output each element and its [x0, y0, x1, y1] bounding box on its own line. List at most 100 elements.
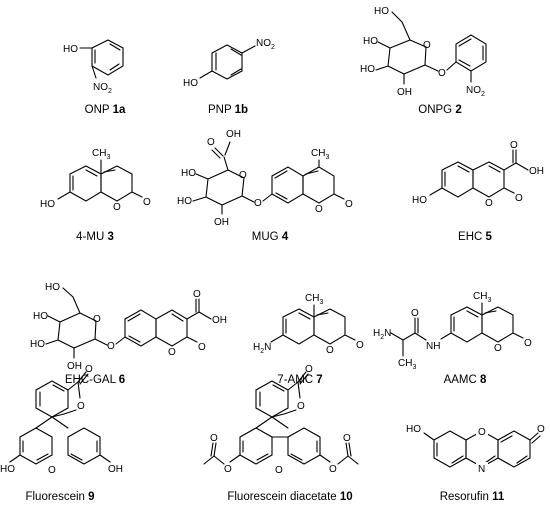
atom-o: O [305, 364, 313, 375]
atom-o: O [275, 465, 283, 476]
atom-ho: HO [30, 339, 45, 350]
atom-no2: NO2 [93, 82, 112, 95]
compound-name: EHC [458, 231, 485, 243]
atom-o: O [107, 341, 115, 352]
structure-4mu: CH3 O O HO [40, 148, 151, 213]
compound-number: 8 [480, 374, 487, 386]
atom-o: O [297, 401, 305, 412]
atom-o: O [510, 140, 518, 151]
atom-ch3: CH3 [92, 148, 110, 161]
atom-o: O [438, 68, 446, 79]
atom-ho: HO [181, 168, 196, 179]
compound-name: AAMC [444, 374, 480, 386]
atom-no2: NO2 [256, 38, 275, 51]
compound-number: 6 [119, 374, 125, 386]
atom-oh: OH [397, 87, 412, 98]
atom-oh: OH [226, 129, 241, 140]
atom-ho: HO [406, 424, 421, 435]
atom-oh: HO [374, 6, 389, 17]
structure-mug: O OH O HO HO OH O CH3 O O [177, 129, 353, 228]
atom-oh: OH [212, 315, 227, 326]
atom-o: O [356, 340, 364, 351]
compound-caption: MUG 4 [252, 231, 289, 243]
compound-caption: Resorufin 11 [440, 491, 505, 503]
structure-fluorescein-diacetate: O O O O O O O [203, 364, 359, 476]
atom-oh: OH [67, 361, 82, 372]
structure-onpg: HO O HO HO OH O NO2 [360, 6, 487, 98]
atom-ho: HO [363, 36, 378, 47]
atom-ho: HO [412, 195, 427, 206]
compound-caption: Fluorescein diacetate 10 [227, 491, 352, 503]
atom-o: O [207, 137, 215, 148]
atom-o: O [315, 204, 323, 215]
atom-ch3: CH3 [398, 358, 416, 371]
structure-ehc: O OH O O HO [412, 140, 544, 209]
compound-caption: EHC 5 [458, 231, 492, 243]
compound-number: 4 [282, 231, 289, 243]
atom-o: O [193, 289, 201, 300]
compound-number: 2 [455, 104, 461, 116]
atom-o: O [345, 199, 353, 210]
compound-name: 7-AMC [277, 374, 316, 386]
compound-name: ONPG [418, 104, 455, 116]
atom-h2n: H2N [373, 328, 391, 341]
atom-o: O [485, 198, 493, 209]
atom-o: O [423, 40, 431, 51]
atom-o: O [524, 338, 532, 349]
atom-o: O [494, 343, 502, 354]
compound-caption: PNP 1b [208, 104, 248, 116]
compound-name: Fluorescein diacetate [227, 491, 340, 503]
atom-o: O [168, 347, 176, 358]
atom-ho: HO [40, 199, 55, 210]
compound-caption: 7-AMC 7 [277, 374, 322, 386]
compound-number: 9 [88, 491, 94, 503]
atom-n: N [478, 464, 485, 475]
compound-number: 5 [486, 231, 493, 243]
atom-ho: HO [0, 464, 15, 475]
structure-fluorescein: O O O HO OH [0, 364, 123, 476]
structure-ehc-gal: HO O HO HO OH O O OH O O [30, 282, 227, 372]
compound-caption: ONPG 2 [418, 104, 461, 116]
atom-ho: HO [45, 282, 60, 293]
compound-name: EHC-GAL [65, 374, 119, 386]
compound-number: 11 [492, 491, 505, 503]
atom-o: O [329, 464, 337, 475]
compound-name: Resorufin [440, 491, 492, 503]
atom-ho: HO [177, 196, 192, 207]
compound-caption: ONP 1a [85, 104, 126, 116]
compound-caption: 4-MU 3 [76, 231, 114, 243]
atom-ho: HO [33, 311, 48, 322]
atom-no2: NO2 [466, 85, 485, 98]
atom-o: O [93, 314, 101, 325]
compound-name: 4-MU [76, 231, 107, 243]
atom-ch3: CH3 [311, 148, 329, 161]
atom-ho: HO [183, 78, 198, 89]
atom-o: O [515, 193, 523, 204]
compound-number: 3 [107, 231, 113, 243]
atom-o: O [239, 170, 247, 181]
atom-o: O [537, 424, 545, 435]
compound-caption: EHC-GAL 6 [65, 374, 125, 386]
atom-o: O [326, 345, 334, 356]
atom-ho: HO [63, 44, 78, 55]
atom-oh: OH [529, 166, 544, 177]
atom-h2n: H2N [253, 342, 271, 355]
structure-aamc: CH3 O O NH O CH3 H2N [373, 291, 532, 371]
atom-oh: OH [214, 217, 229, 228]
atom-o: O [210, 433, 218, 444]
compound-number: 7 [316, 374, 322, 386]
compound-caption: AAMC 8 [444, 374, 487, 386]
compound-number: 1a [113, 104, 126, 116]
structure-pnp: NO2 HO [183, 38, 275, 89]
structure-resorufin: O N HO O [406, 424, 545, 475]
compound-name: MUG [252, 231, 282, 243]
atom-ho: HO [360, 64, 375, 75]
atom-o: O [113, 202, 121, 213]
compound-number: 10 [340, 491, 353, 503]
compound-caption: Fluorescein 9 [25, 491, 94, 503]
atom-o: O [198, 342, 206, 353]
structure-7amc: CH3 O O H2N [253, 293, 364, 356]
atom-o: O [343, 433, 351, 444]
